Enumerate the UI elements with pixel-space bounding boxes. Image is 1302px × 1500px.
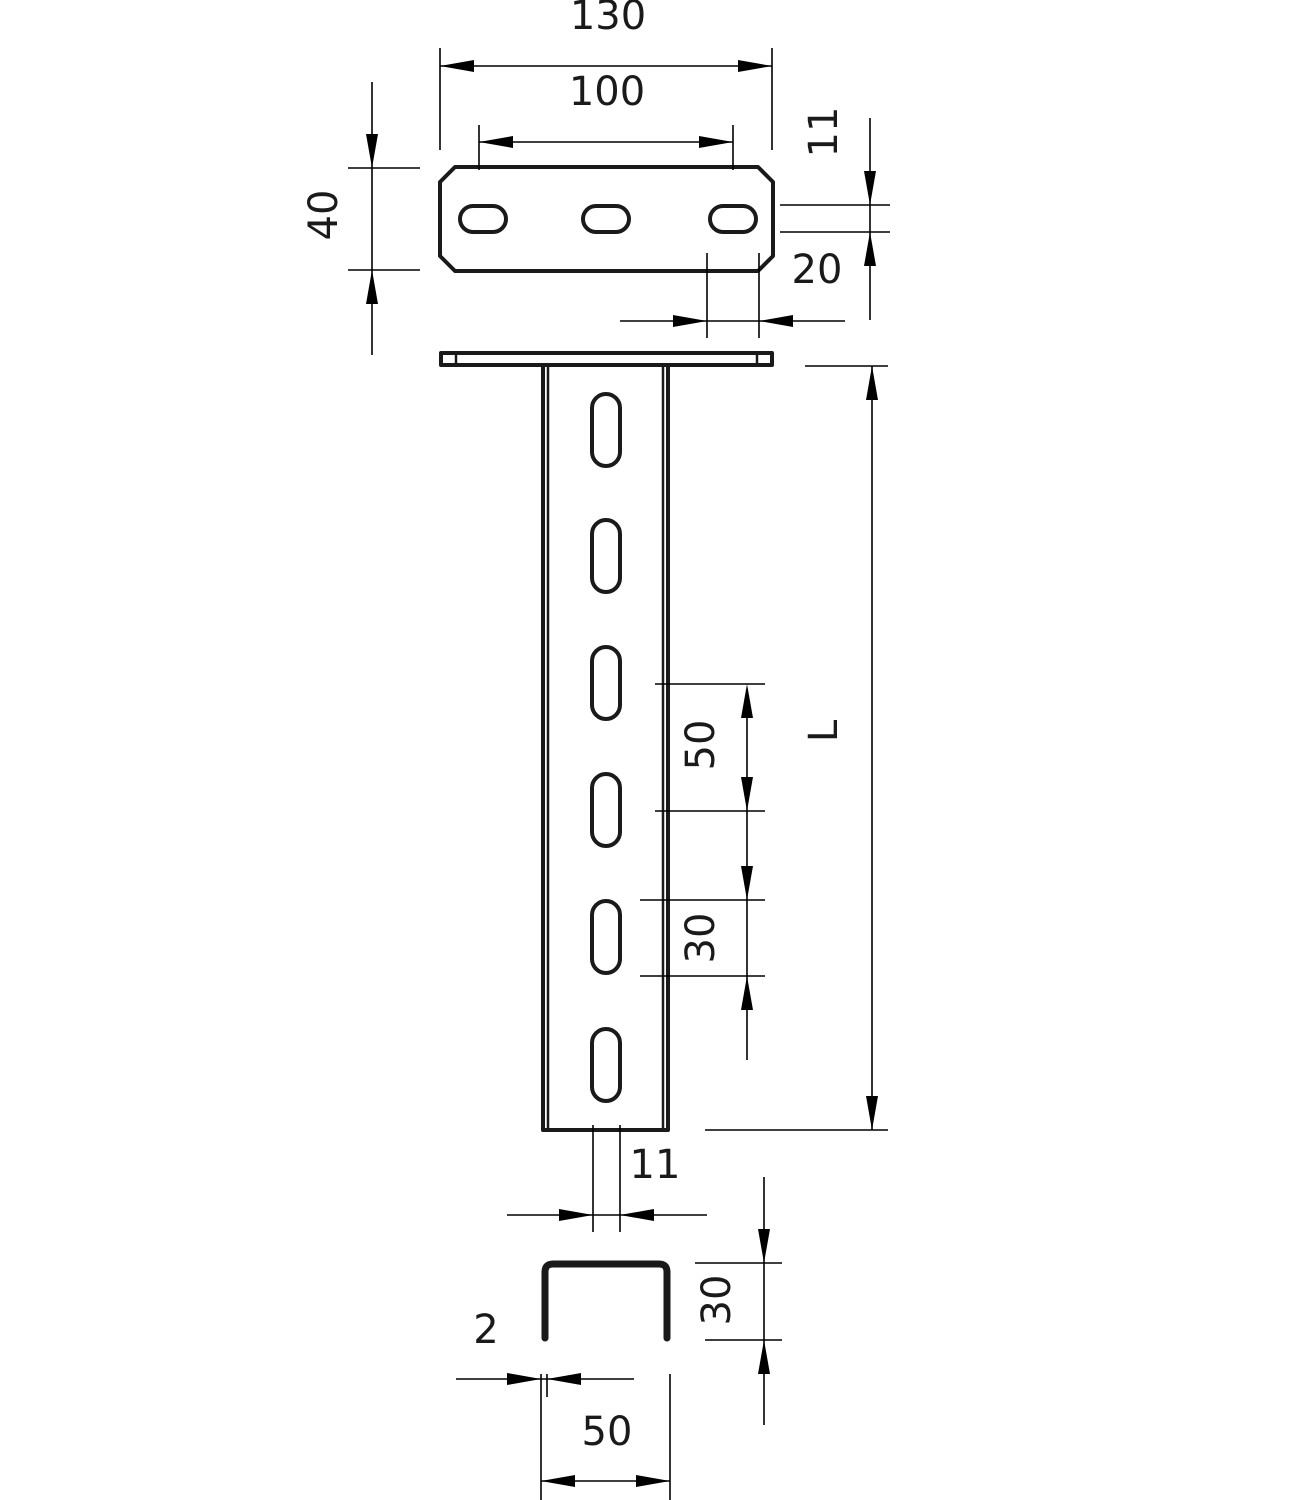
arrowhead-icon	[741, 866, 753, 900]
arrowhead-icon	[620, 1209, 654, 1221]
arrowhead-icon	[440, 60, 474, 72]
arrowhead-icon	[541, 1475, 575, 1487]
dim-label-plate-width: 130	[570, 0, 646, 39]
arrowhead-icon	[479, 136, 513, 148]
parts	[438, 165, 775, 1342]
dim-label-thickness: 2	[473, 1307, 498, 1353]
dim-label-slot-pitch: 50	[678, 720, 724, 771]
channel-slot	[590, 392, 622, 468]
arrowhead-icon	[759, 315, 793, 327]
channel-slot	[590, 518, 622, 594]
plate-slot-left	[458, 204, 508, 234]
arrowhead-icon	[741, 684, 753, 718]
arrowhead-icon	[636, 1475, 670, 1487]
channel-slots	[590, 392, 622, 1103]
channel-slot	[590, 645, 622, 721]
u-profile-section	[541, 1260, 671, 1342]
mounting-plate-side-view	[439, 351, 774, 367]
plate-slot-center	[581, 204, 631, 234]
dim-label-plate-height: 40	[301, 190, 347, 241]
dim-label-profile-width: 50	[582, 1409, 633, 1455]
arrowhead-icon	[507, 1373, 541, 1385]
channel-slot	[590, 772, 622, 848]
dimension-labels: 130 100 40 11 20 L 50 30 11 30 2 50	[301, 0, 847, 1455]
arrowhead-icon	[673, 315, 707, 327]
arrowhead-icon	[738, 60, 772, 72]
mounting-plate-top-view	[438, 165, 775, 273]
arrowhead-icon	[741, 777, 753, 811]
arrowhead-icon	[758, 1229, 770, 1263]
arrowhead-icon	[699, 136, 733, 148]
channel-slot	[590, 899, 622, 975]
dim-label-profile-height: 30	[694, 1275, 740, 1326]
dim-label-plate-slot-length: 20	[792, 247, 843, 293]
plate-slot-right	[708, 204, 758, 234]
arrowhead-icon	[559, 1209, 593, 1221]
dim-label-plate-slot-height: 11	[801, 107, 847, 158]
arrowhead-icon	[864, 171, 876, 205]
dim-label-hole-spacing: 100	[569, 69, 645, 115]
arrowhead-icon	[366, 270, 378, 304]
arrowhead-icon	[866, 366, 878, 400]
arrowhead-icon	[741, 976, 753, 1010]
channel-slot	[590, 1027, 622, 1103]
arrowhead-icon	[366, 134, 378, 168]
dim-label-channel-slot-width: 11	[630, 1142, 681, 1188]
arrowhead-icon	[864, 232, 876, 266]
channel-front-view	[541, 364, 670, 1132]
arrowhead-icon	[547, 1373, 581, 1385]
arrowhead-icon	[758, 1340, 770, 1374]
dimension-lines	[348, 48, 890, 1500]
arrowhead-icon	[866, 1096, 878, 1130]
dim-label-length: L	[801, 719, 847, 742]
dim-label-channel-slot-length: 30	[678, 913, 724, 964]
